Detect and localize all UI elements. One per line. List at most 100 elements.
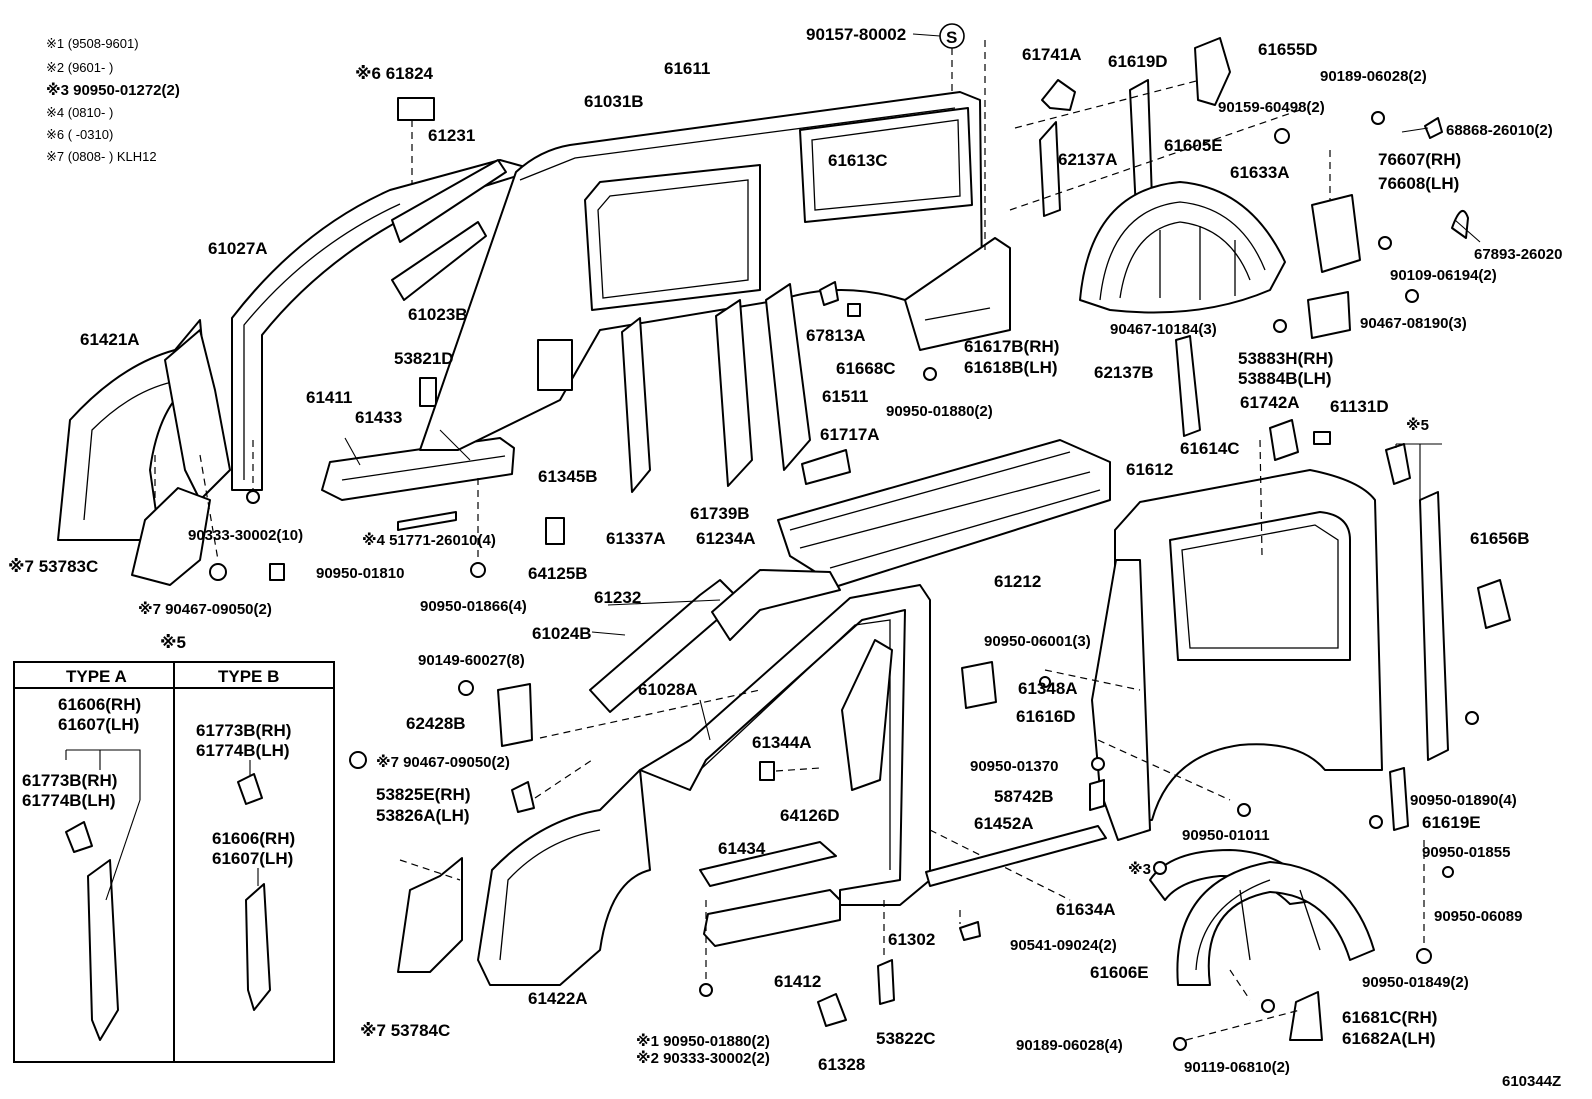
label-61824: ※6 61824 <box>355 64 434 83</box>
part-61742A-shape <box>1269 419 1299 461</box>
part-61422A-shape <box>477 769 651 986</box>
label-3mark: ※3 <box>1128 860 1151 878</box>
part-61741A-shape <box>1041 79 1076 111</box>
label-61682A: 61682A(LH) <box>1342 1029 1436 1048</box>
label-62137A: 62137A <box>1058 150 1118 169</box>
clip-90333-shape <box>246 490 260 504</box>
label-90950-01866: 90950-01866(4) <box>420 598 527 615</box>
part-53883H-shape <box>1307 291 1351 339</box>
part-61131D-shape <box>1313 431 1331 445</box>
label-61452A: 61452A <box>974 814 1034 833</box>
label-90189a: 90189-06028(2) <box>1320 68 1427 85</box>
label-61337A: 61337A <box>606 529 666 548</box>
figure-id: 610344Z <box>1502 1073 1561 1090</box>
label-53821D: 53821D <box>394 349 454 368</box>
label-61232: 61232 <box>594 588 641 607</box>
part-61337A-shape <box>621 317 651 493</box>
part-61617B-shape <box>904 237 1011 351</box>
part-61232-shape <box>711 569 841 641</box>
part-labels: ※6 61824 61231 61027A 61023B 61421A 6141… <box>8 25 1562 1090</box>
clip-90950-01855-shape <box>1369 815 1383 829</box>
legend-a-61606: 61606(RH) <box>58 695 141 714</box>
label-90950-01370: 90950-01370 <box>970 758 1058 775</box>
label-53784C: ※7 53784C <box>360 1021 450 1040</box>
bolt-90467-10184-shape <box>1273 319 1287 333</box>
clip-90950-01890-shape <box>1465 711 1479 725</box>
label-90467-09050a: ※7 90467-09050(2) <box>138 600 272 618</box>
label-53822C: 53822C <box>876 1029 936 1048</box>
part-61412-shape <box>703 889 841 947</box>
part-62428B-shape <box>497 683 533 747</box>
label-67813A: 67813A <box>806 326 866 345</box>
part-61212-shape <box>777 439 1111 587</box>
part-61345B-shape <box>537 339 573 391</box>
rear-lower-parts <box>925 439 1511 1051</box>
label-61612: 61612 <box>1126 460 1173 479</box>
label-90333a: 90333-30002(10) <box>188 527 303 544</box>
label-90541: 90541-09024(2) <box>1010 937 1117 954</box>
label-61412: 61412 <box>774 972 821 991</box>
label-51771: ※4 51771-26010(4) <box>362 531 496 549</box>
label-61131D: 61131D <box>1330 397 1389 416</box>
label-53783C: ※7 53783C <box>8 557 98 576</box>
label-64126D: 64126D <box>780 806 840 825</box>
label-67893: 67893-26020 <box>1474 246 1562 263</box>
label-90109: 90109-06194(2) <box>1390 267 1497 284</box>
legend-type-a: TYPE A <box>66 667 127 686</box>
label-61668C: 61668C <box>836 359 896 378</box>
part-53822C-shape <box>877 959 895 1005</box>
legend-b-61606: 61606(RH) <box>212 829 295 848</box>
part-61619E-shape-pillar <box>1419 491 1449 761</box>
label-61742A: 61742A <box>1240 393 1300 412</box>
clip-90149-shape <box>458 680 474 696</box>
label-61611: 61611 <box>664 59 710 78</box>
part-76607-shape <box>1311 194 1361 273</box>
part-61434-shape <box>699 841 837 887</box>
part-61613C-shape <box>799 107 973 223</box>
part-53783C-shape <box>131 487 211 586</box>
clip-90467-09050b-shape <box>349 751 367 769</box>
window-rear-shape <box>1169 511 1351 661</box>
label-61655D: 61655D <box>1258 40 1318 59</box>
clip-90950-01011-shape <box>1237 803 1251 817</box>
label-61633A: 61633A <box>1230 163 1290 182</box>
legend-type-box: ※5 TYPE A TYPE B 61606(RH) 61607(LH) 617… <box>13 633 335 1063</box>
bolt-90109-shape <box>1378 236 1392 250</box>
legend-b-61607: 61607(LH) <box>212 849 293 868</box>
legend-type-b: TYPE B <box>218 667 279 686</box>
label-61613C: 61613C <box>828 151 888 170</box>
part-61633A-shape <box>1079 181 1286 314</box>
lower-body-side-parts <box>349 439 1111 1027</box>
bolt-90159-shape <box>1274 128 1290 144</box>
part-61031B-shape <box>519 107 956 181</box>
legend-a-61773B: 61773B(RH) <box>22 771 117 790</box>
note-3: ※3 90950-01272(2) <box>46 81 180 99</box>
label-68868: 68868-26010(2) <box>1446 122 1553 139</box>
clip-90950-06089-shape <box>1442 866 1454 878</box>
legend-b-piece-shape <box>237 773 263 805</box>
bolt-90467-08190-shape <box>1405 289 1419 303</box>
clip-90950-01849-shape <box>1416 948 1432 964</box>
label-61024B: 61024B <box>532 624 592 643</box>
label-61741A: 61741A <box>1022 45 1082 64</box>
label-61031B: 61031B <box>584 92 644 111</box>
part-58742B-shape <box>1089 779 1105 811</box>
label-58742B: 58742B <box>994 787 1054 806</box>
label-90950-01849: 90950-01849(2) <box>1362 974 1469 991</box>
label-61348A: 61348A <box>1018 679 1078 698</box>
part-61655D-shape <box>1194 37 1231 106</box>
note-2: ※2 (9601- ) <box>46 60 113 75</box>
label-61605E: 61605E <box>1164 136 1223 155</box>
label-64125B: 64125B <box>528 564 588 583</box>
part-61023B-shape <box>391 221 487 301</box>
bolt-90189-shape <box>1371 111 1385 125</box>
label-61328: 61328 <box>818 1055 865 1074</box>
label-61345B: 61345B <box>538 467 598 486</box>
label-53826A: 53826A(LH) <box>376 806 470 825</box>
part-64125B-shape <box>545 517 565 545</box>
label-90157: 90157-80002 <box>806 25 906 44</box>
upper-body-side-parts <box>57 23 1011 586</box>
part-61656B-shape <box>1477 579 1511 629</box>
part-53784C-shape <box>397 857 463 973</box>
